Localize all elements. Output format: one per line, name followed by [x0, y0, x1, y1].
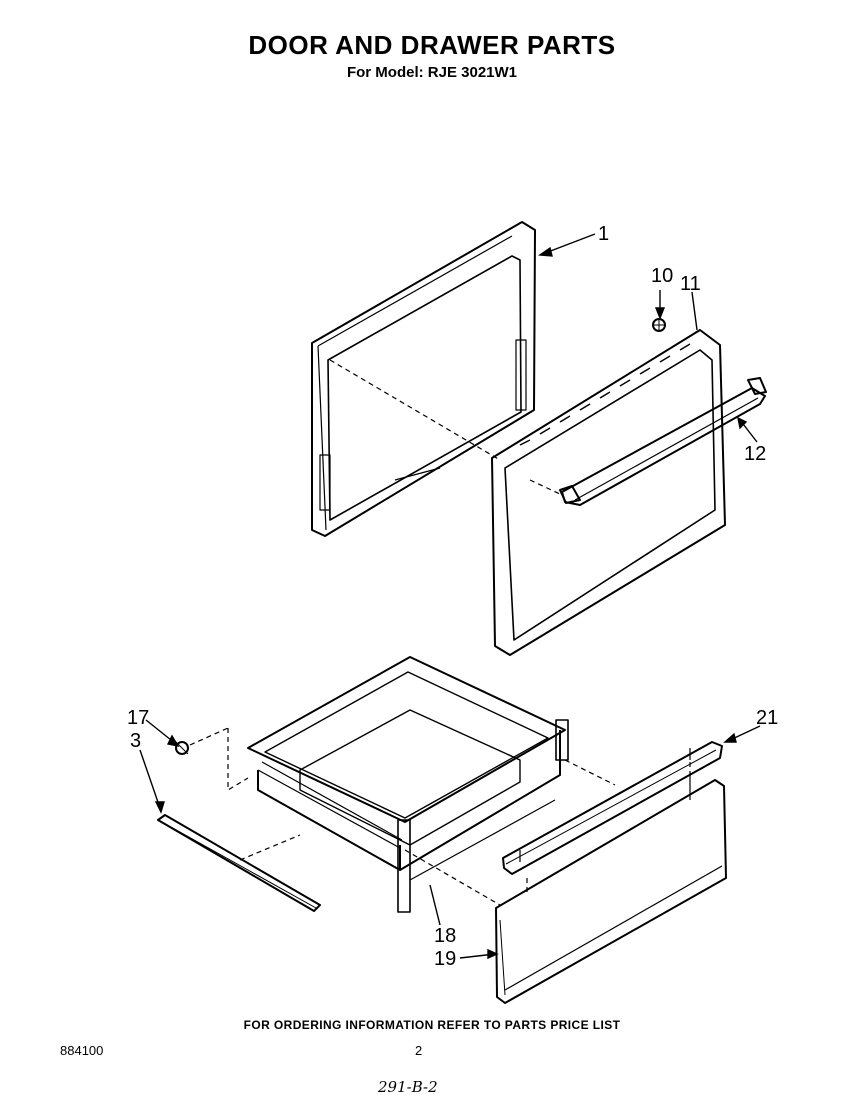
callout-1: 1: [598, 223, 609, 245]
assembly-line-front: [404, 849, 501, 906]
door-screw: [652, 318, 666, 332]
handwritten-code: 291-B-2: [378, 1078, 438, 1096]
drawer-body: [247, 656, 569, 913]
page-number: 2: [415, 1043, 423, 1058]
callout-17: 17: [127, 707, 149, 729]
callout-12: 12: [744, 443, 766, 465]
ordering-note: FOR ORDERING INFORMATION REFER TO PARTS …: [243, 1018, 621, 1032]
drawer-trim: [502, 741, 723, 875]
assembly-line-roller: [189, 727, 229, 746]
document-number: 884100: [60, 1043, 104, 1058]
callout-18: 18: [434, 925, 456, 947]
inner-door-panel: [311, 221, 536, 537]
callout-19: 19: [434, 948, 456, 970]
drawer-front-panel: [495, 775, 727, 1004]
callout-10: 10: [651, 265, 673, 287]
drawer-rail: [157, 814, 321, 912]
door-handle: [559, 377, 767, 506]
callout-21: 21: [756, 707, 778, 729]
outer-door-panel: [491, 329, 726, 656]
assembly-line-roller-bracket: [227, 728, 249, 792]
assembly-line-handle: [529, 479, 563, 496]
assembly-line-rail: [239, 834, 301, 861]
page-title: DOOR AND DRAWER PARTS: [248, 30, 616, 60]
callout-3: 3: [130, 730, 141, 752]
assembly-line-door: [329, 359, 501, 461]
drawer-roller: [175, 741, 189, 755]
assembly-line-drawer: [564, 759, 616, 786]
model-subtitle: For Model: RJE 3021W1: [346, 64, 518, 81]
callout-11: 11: [680, 273, 701, 295]
